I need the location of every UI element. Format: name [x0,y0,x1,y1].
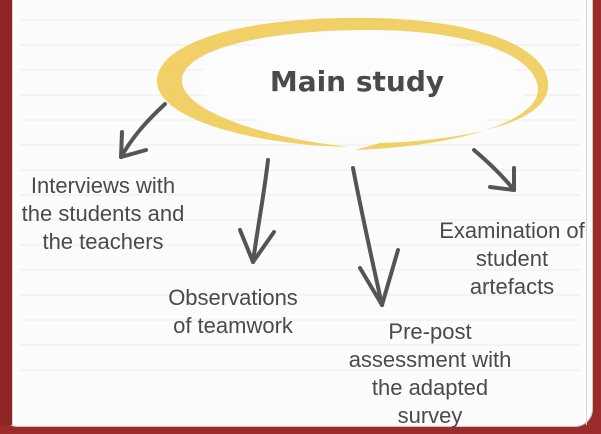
main-study-title: Main study [269,65,445,98]
arrow-to-assessment [351,166,400,307]
artefacts-label: Examination of student artefacts [439,218,585,299]
observations-label: Observations of teamwork [168,285,298,338]
arrow-to-interviews [119,102,167,159]
card-right-border-line [586,0,587,425]
arrow-to-artefacts [472,148,516,192]
arrow-to-observations [238,158,276,264]
assessment-label: Pre-post assessment with the adapted sur… [348,319,512,428]
highlight-ellipse-inner [200,37,525,134]
card-left-edge [0,0,12,425]
interviews-label: Interviews with the students and the tea… [21,173,185,254]
card-left-border-line [12,0,13,425]
